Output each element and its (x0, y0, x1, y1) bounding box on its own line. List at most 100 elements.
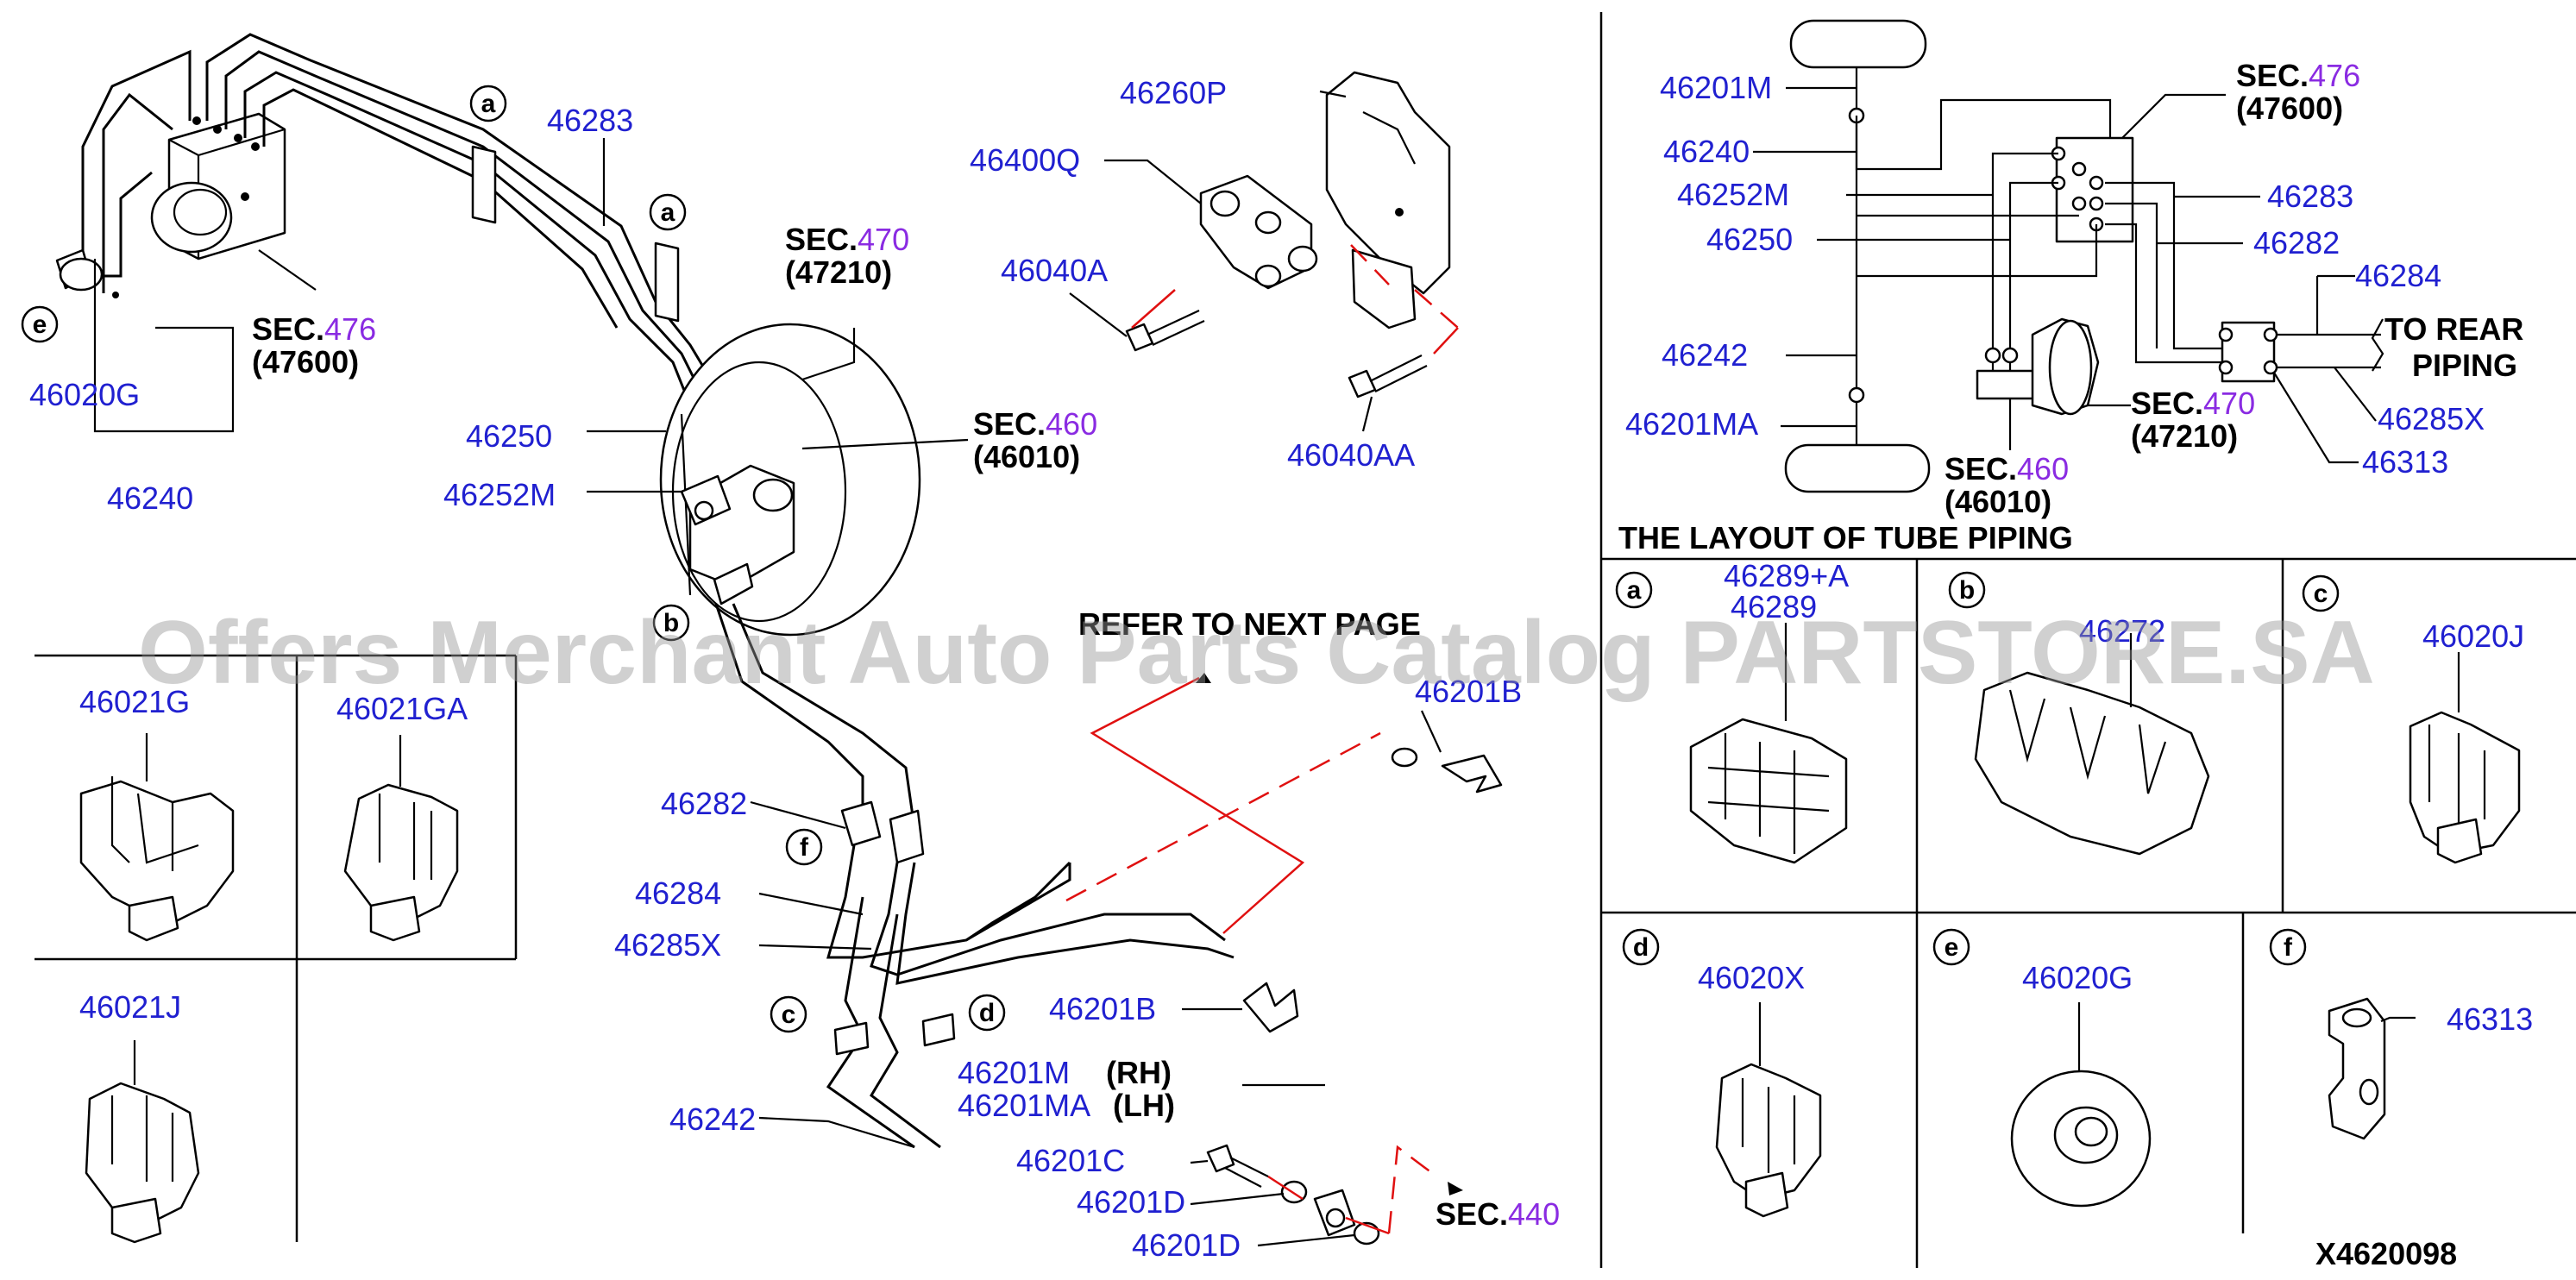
clip-label-46289a: 46289+A (1724, 558, 1849, 593)
bolt-46201c (1206, 1144, 1269, 1188)
layout-label-46313: 46313 (2362, 444, 2448, 480)
tube-layout-schematic (1753, 19, 2384, 493)
abs-actuator (81, 33, 744, 587)
label-46201d-a: 46201D (1077, 1184, 1185, 1220)
layout-label-46240: 46240 (1663, 134, 1750, 169)
label-46400q: 46400Q (970, 142, 1080, 178)
clip-46020g-left (55, 248, 119, 302)
label-46282: 46282 (661, 786, 747, 821)
clip-46272 (1974, 633, 2210, 856)
sec-460-main: SEC.460 (973, 406, 1097, 442)
clip-label-46020x: 46020X (1698, 960, 1805, 995)
section-references: SEC.476 (47600) SEC.470 (47210) SEC.460 … (252, 222, 1560, 1232)
sec-460-sub: (46010) (973, 439, 1080, 474)
layout-label-46285x: 46285X (2378, 401, 2485, 436)
clip-label-46272: 46272 (2079, 613, 2165, 649)
refer-arrow (1196, 673, 1211, 683)
callout-c1: c (782, 1001, 796, 1029)
layout-sec-460: SEC.460 (1945, 451, 2069, 486)
sec-470-main: SEC.470 (785, 222, 909, 257)
layout-to-rear-2: PIPING (2412, 348, 2517, 383)
brake-hose (1313, 747, 1445, 1237)
panel-callout-d: d (1633, 933, 1649, 962)
layout-label-46252m: 46252M (1677, 177, 1789, 212)
sec-470-sub: (47210) (785, 254, 892, 290)
layout-sec-470: SEC.470 (2131, 386, 2255, 421)
diagram-code: X4620098 (2315, 1236, 2457, 1271)
layout-sec-476: SEC.476 (2236, 58, 2360, 93)
callout-a2: a (661, 198, 675, 227)
layout-title: THE LAYOUT OF TUBE PIPING (1618, 520, 2073, 555)
callout-f1: f (800, 833, 809, 862)
layout-label-46284: 46284 (2355, 258, 2441, 293)
label-46201b-mid: 46201B (1049, 991, 1156, 1026)
label-46285x: 46285X (614, 927, 721, 963)
layout-sec-476-sub: (47600) (2236, 91, 2343, 126)
clip-label-46313: 46313 (2447, 1001, 2533, 1037)
label-46252m: 46252M (443, 477, 556, 512)
label-46020g: 46020G (29, 377, 140, 412)
label-46040a: 46040A (1001, 253, 1108, 288)
layout-to-rear-1: TO REAR (2384, 311, 2523, 347)
callout-a1: a (481, 90, 496, 118)
label-46284: 46284 (635, 875, 721, 911)
panel-callout-c: c (2314, 580, 2328, 608)
label-46201d-b: 46201D (1132, 1227, 1241, 1263)
callout-e1: e (33, 311, 47, 339)
clip-46020g (2010, 1002, 2152, 1208)
sec-476-sub: (47600) (252, 344, 359, 380)
clip-label-46020g: 46020G (2022, 960, 2133, 995)
label-46242: 46242 (669, 1101, 756, 1137)
leader-lines (93, 90, 1442, 1247)
layout-label-46242: 46242 (1662, 337, 1748, 373)
clip-46021g (79, 733, 235, 942)
reference-lines (1065, 244, 1459, 1235)
bracket-46313 (2328, 997, 2416, 1140)
label-46201m: 46201M (958, 1055, 1070, 1090)
sec440-arrow (1448, 1182, 1463, 1195)
lock-plate-mid (1242, 982, 1299, 1033)
layout-sec-470-sub: (47210) (2131, 418, 2238, 454)
connector-46400q (1199, 174, 1318, 290)
sec-440: SEC.440 (1436, 1196, 1560, 1232)
panel-callout-a: a (1627, 576, 1642, 605)
layout-label-46201m: 46201M (1660, 70, 1772, 105)
refer-to-next-page: REFER TO NEXT PAGE (1078, 606, 1421, 642)
lock-plate-top (1441, 754, 1503, 794)
label-46021j: 46021J (79, 989, 181, 1025)
clip-46021j (85, 1040, 200, 1244)
label-46240: 46240 (107, 480, 193, 516)
bracket-46260p (1325, 71, 1451, 329)
label-46201ma: 46201MA (958, 1088, 1090, 1123)
clip-label-46289: 46289 (1731, 589, 1817, 624)
label-46201c: 46201C (1016, 1143, 1125, 1178)
callout-b1: b (663, 609, 679, 637)
label-46201b-top: 46201B (1415, 674, 1522, 709)
sec-476-main: SEC.476 (252, 311, 376, 347)
callout-d1: d (979, 999, 995, 1027)
washer-1 (1280, 1180, 1308, 1204)
label-lh: (LH) (1113, 1088, 1175, 1123)
front-tubes (714, 603, 1235, 1149)
layout-label-46201ma: 46201MA (1625, 406, 1758, 442)
panel-callout-f: f (2284, 933, 2293, 962)
clip-labels: 46289+A 46289 46272 46020J 46020X 46020G… (1698, 558, 2533, 1037)
main-labels: 46283 46020G 46240 46250 46252M 46260P 4… (29, 75, 1522, 1263)
panel-grid (35, 12, 2576, 1268)
callout-markers: a a b e f c d a b c d e f (21, 85, 2340, 1033)
label-46021g: 46021G (79, 684, 190, 719)
clip-46020j (2409, 652, 2521, 864)
panel-callout-b: b (1959, 576, 1975, 605)
bolt-46040aa (1348, 355, 1428, 398)
label-46250: 46250 (466, 418, 552, 454)
layout-label-46282: 46282 (2253, 225, 2340, 260)
layout-sec-460-sub: (46010) (1945, 484, 2051, 519)
watermark: Offers Merchant Auto Parts Catalog PARTS… (138, 603, 2375, 703)
layout-labels: 46201M 46240 46252M 46250 46242 46201MA … (1618, 58, 2523, 555)
clip-label-46020j: 46020J (2422, 618, 2524, 654)
clip-46021ga (343, 735, 459, 942)
label-46260p: 46260P (1120, 75, 1227, 110)
label-rh: (RH) (1106, 1055, 1172, 1090)
brake-booster (659, 323, 921, 637)
label-46283: 46283 (547, 103, 633, 138)
